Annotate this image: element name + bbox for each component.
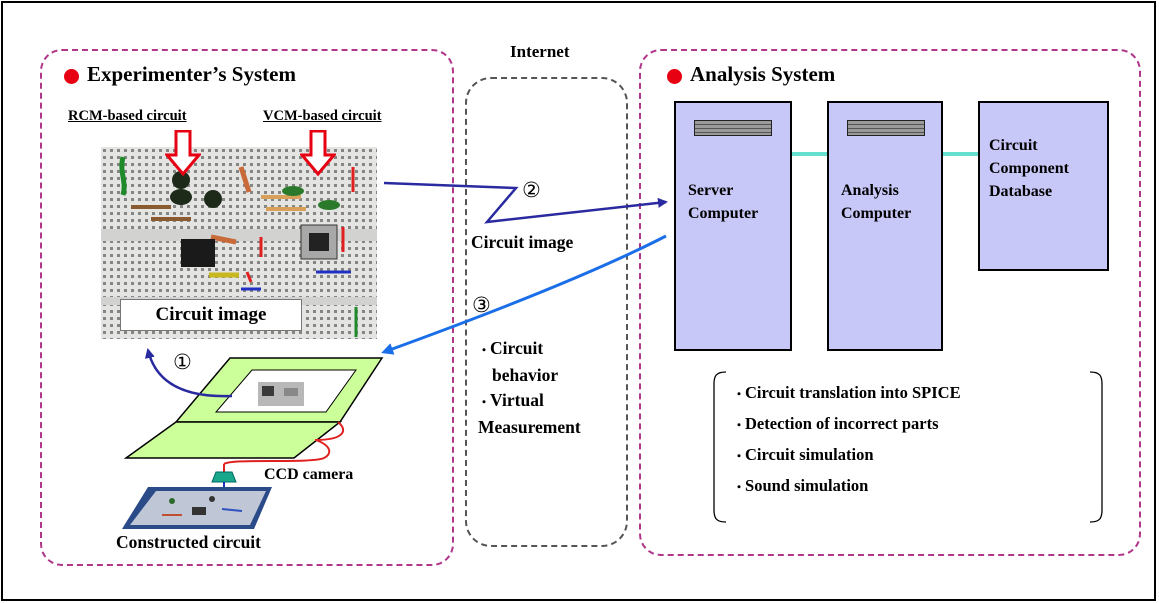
function-list-brackets xyxy=(713,371,1103,523)
function-item: ・Sound simulation xyxy=(733,476,869,495)
analysis-title-text: Analysis System xyxy=(690,62,836,86)
internet-title: Internet xyxy=(510,42,570,61)
function-item-text: Circuit translation into SPICE xyxy=(745,383,961,402)
red-bullet-icon xyxy=(64,68,79,84)
circuit-image-caption-text: Circuit image xyxy=(155,304,267,325)
function-item-text: Detection of incorrect parts xyxy=(745,414,939,433)
constructed-circuit-photo xyxy=(122,487,272,529)
result-item-measurement: Measurement xyxy=(478,417,581,437)
database-label: Circuit Component Database xyxy=(989,134,1069,203)
database-label-line2: Component xyxy=(989,160,1070,177)
function-item: ・Circuit translation into SPICE xyxy=(733,383,961,402)
analysis-computer-box: Analysis Computer xyxy=(827,101,943,351)
result-item-behavior: behavior xyxy=(492,365,559,385)
analysis-system-title: Analysis System xyxy=(667,62,835,87)
server-computer-label: Server Computer xyxy=(688,179,758,225)
function-item: ・Detection of incorrect parts xyxy=(733,414,939,433)
server-label-line2: Computer xyxy=(688,205,759,222)
circuit-image-caption: Circuit image xyxy=(120,299,302,331)
rcm-circuit-label: RCM-based circuit xyxy=(68,108,187,124)
ccd-camera-label: CCD camera xyxy=(264,466,354,483)
vcm-red-arrow-icon xyxy=(300,130,336,176)
analysis-label-line1: Analysis xyxy=(841,182,899,199)
function-item: ・Circuit simulation xyxy=(733,445,874,464)
circuit-component-database-box: Circuit Component Database xyxy=(978,101,1109,271)
database-label-line3: Database xyxy=(989,183,1053,200)
experimenter-title-text: Experimenter’s System xyxy=(87,62,296,86)
function-item-text: Circuit simulation xyxy=(745,445,874,464)
analysis-function-list: ・Circuit translation into SPICE ・Detecti… xyxy=(733,378,961,502)
constructed-circuit-label: Constructed circuit xyxy=(116,532,261,552)
disk-drive-icon xyxy=(847,120,925,136)
rcm-red-arrow-icon xyxy=(165,130,201,176)
server-label-line1: Server xyxy=(688,182,734,199)
red-bullet-icon xyxy=(667,68,682,84)
result-item-virtual-measurement: ・Virtual xyxy=(478,390,544,410)
disk-drive-icon xyxy=(694,120,772,136)
analysis-computer-label: Analysis Computer xyxy=(841,179,911,225)
function-item-text: Sound simulation xyxy=(745,476,869,495)
experimenter-system-title: Experimenter’s System xyxy=(64,62,296,87)
vcm-circuit-label: VCM-based circuit xyxy=(263,108,382,124)
analysis-label-line2: Computer xyxy=(841,205,912,222)
database-label-line1: Circuit xyxy=(989,137,1038,154)
laptop-illustration xyxy=(123,357,384,488)
result-item-virtual: Virtual xyxy=(490,390,544,410)
server-computer-box: Server Computer xyxy=(674,101,792,351)
